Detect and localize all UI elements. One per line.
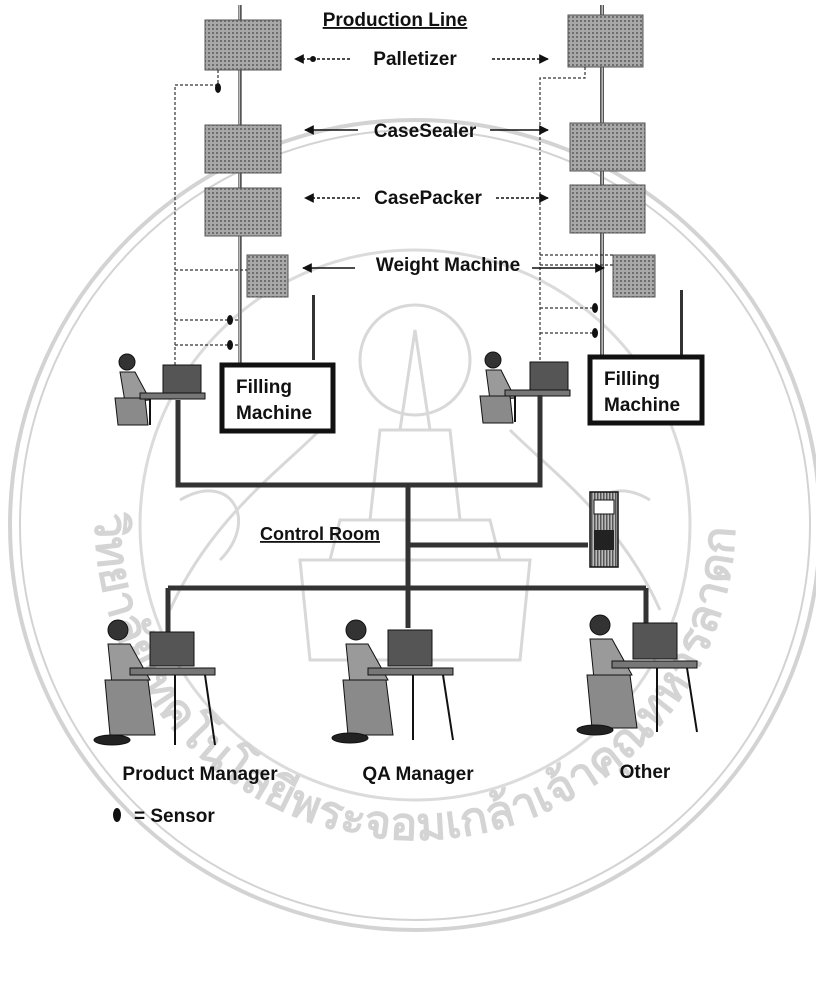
casesealer-label: CaseSealer	[374, 121, 477, 142]
right-casepacker-box	[570, 185, 645, 233]
left-production-column	[175, 5, 315, 415]
product-manager-label: Product Manager	[122, 764, 278, 785]
left-casepacker-box	[205, 188, 281, 236]
sensor-legend-label: = Sensor	[134, 806, 215, 827]
right-weight-machine-box	[613, 255, 655, 297]
left-filling-machine: Filling Machine	[222, 365, 333, 431]
weight-machine-label: Weight Machine	[376, 255, 520, 276]
left-operator-workstation	[115, 354, 205, 425]
qa-manager-workstation	[332, 620, 453, 743]
right-production-column	[540, 5, 683, 365]
filling-label-line2: Machine	[236, 403, 312, 424]
casepacker-label: CasePacker	[374, 188, 482, 209]
other-label: Other	[620, 762, 671, 783]
right-casesealer-box	[570, 123, 645, 171]
right-filling-machine: Filling Machine	[590, 357, 702, 423]
right-operator-workstation	[480, 352, 570, 423]
sensor-icon	[227, 340, 233, 350]
left-casesealer-box	[205, 125, 281, 173]
server-cabinet	[590, 492, 618, 567]
filling-label-line1: Filling	[604, 369, 660, 390]
sensor-icon	[227, 315, 233, 325]
filling-label-line1: Filling	[236, 377, 292, 398]
production-line-title: Production Line	[323, 10, 468, 31]
left-weight-machine-box	[247, 255, 288, 297]
sensor-icon	[592, 328, 598, 338]
filling-label-line2: Machine	[604, 395, 680, 416]
sensor-icon	[592, 303, 598, 313]
left-palletizer-box	[205, 20, 281, 70]
control-room-label: Control Room	[260, 524, 380, 544]
sensor-icon	[113, 808, 121, 822]
palletizer-label: Palletizer	[373, 49, 457, 70]
sensor-icon	[215, 83, 221, 93]
right-palletizer-box	[568, 15, 643, 67]
production-arrows	[295, 59, 604, 268]
qa-manager-label: QA Manager	[362, 764, 474, 785]
